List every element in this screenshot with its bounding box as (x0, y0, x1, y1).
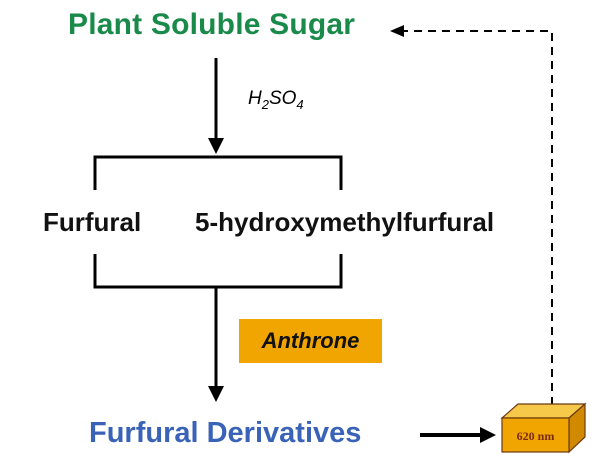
hydroxymethylfurfural-label: 5-hydroxymethylfurfural (195, 207, 495, 237)
furfural-derivatives-label: Furfural Derivatives (89, 417, 362, 449)
lower-bracket (93, 254, 343, 289)
anthrone-reagent-box: Anthrone (239, 319, 382, 363)
sulfuric-acid-label: H2SO4 (248, 88, 304, 112)
dashed-feedback-arrow (390, 25, 553, 405)
furfural-label: Furfural (43, 207, 142, 237)
anthrone-label: Anthrone (261, 328, 360, 353)
wavelength-label: 620 nm (517, 429, 555, 443)
plant-soluble-sugar-label: Plant Soluble Sugar (68, 8, 356, 41)
cuvette-icon: 620 nm (500, 402, 587, 454)
arrow-down-to-derivatives (208, 287, 224, 402)
arrow-right-to-cuvette (420, 427, 496, 443)
arrow-down-to-products (208, 58, 224, 154)
upper-bracket (93, 155, 343, 190)
